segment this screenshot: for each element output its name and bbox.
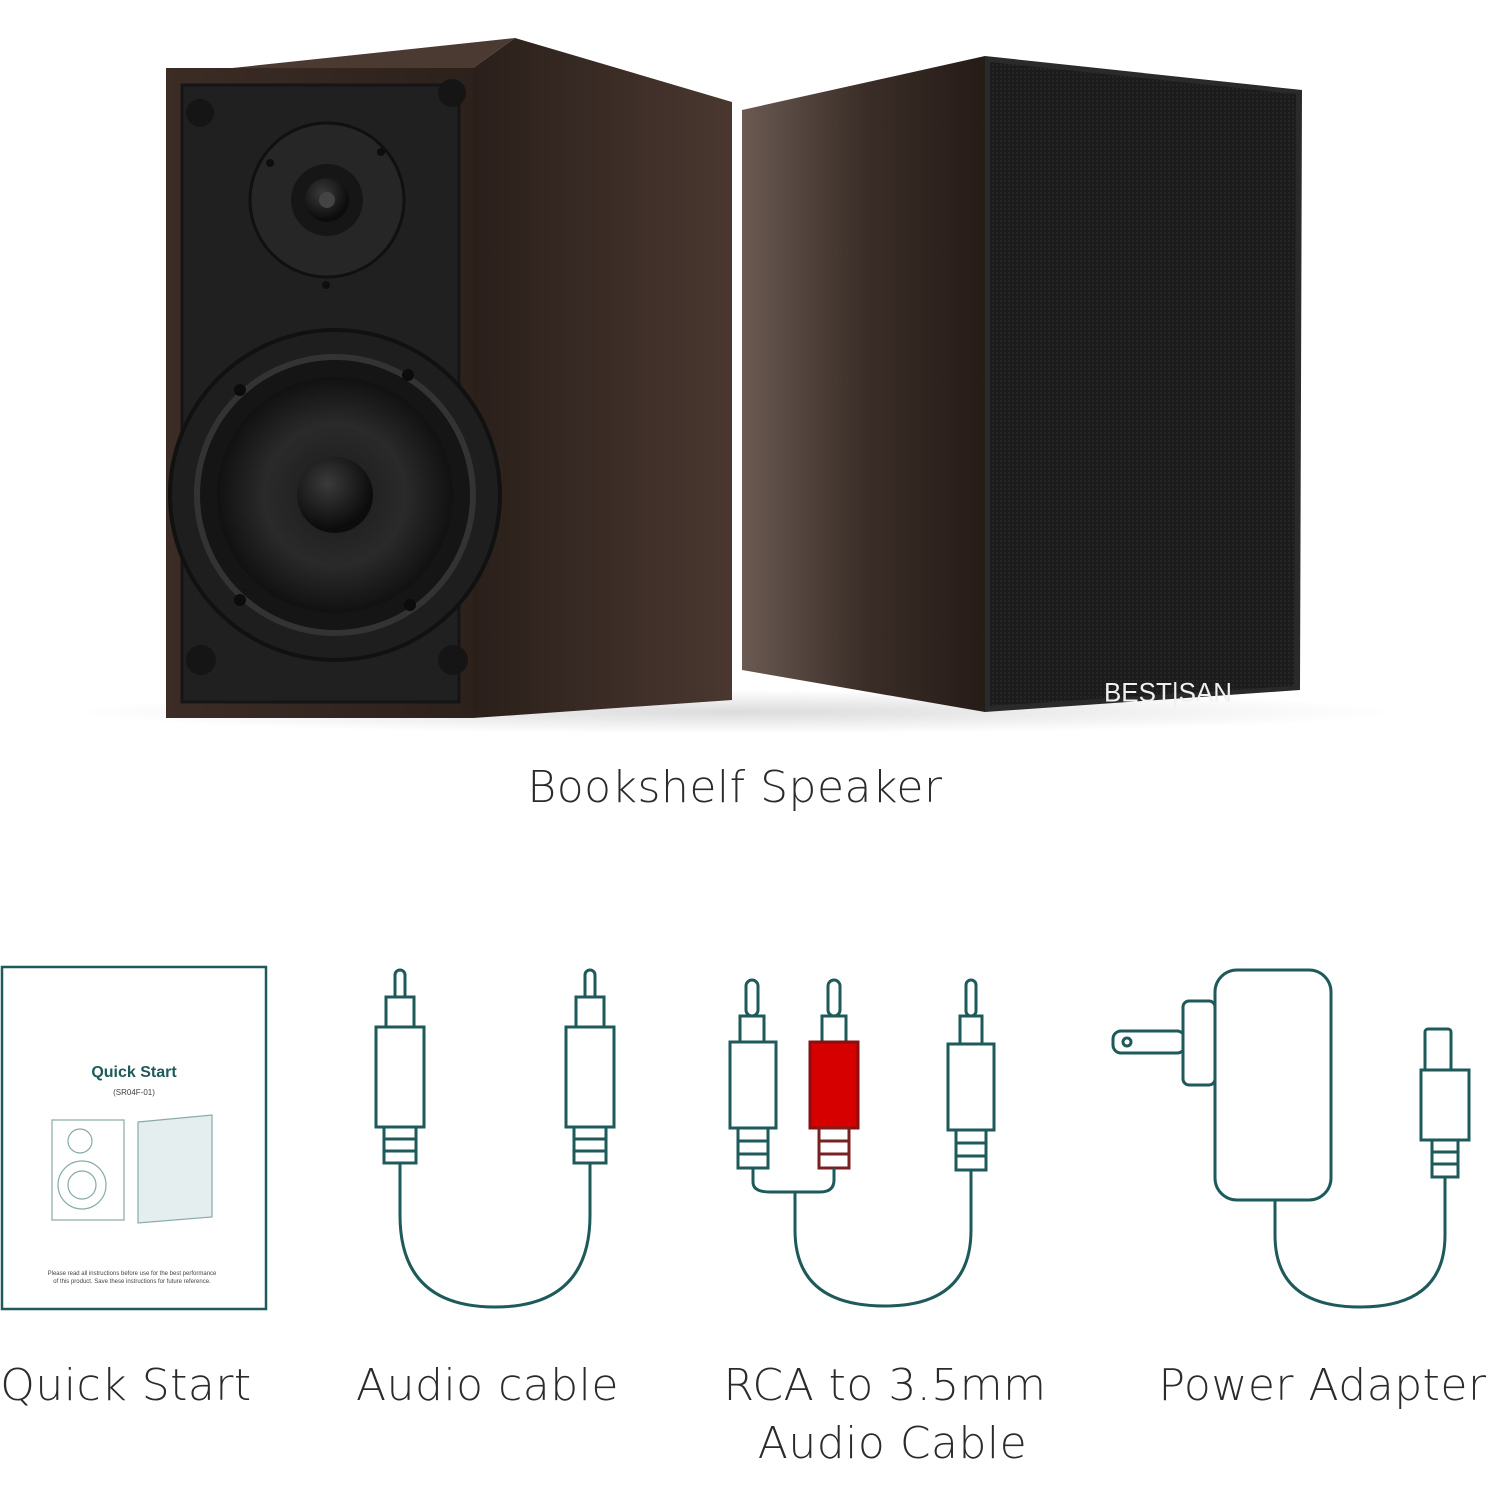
caption-power-adapter: Power Adapter bbox=[1158, 1360, 1487, 1411]
caption-rca-line2: Audio Cable bbox=[757, 1418, 1028, 1469]
hero-caption: Bookshelf Speaker bbox=[527, 762, 943, 813]
left-speaker bbox=[166, 38, 732, 718]
manual-title: Quick Start bbox=[91, 1064, 177, 1081]
speakers-photo: BEST|SAN bbox=[75, 38, 1395, 734]
manual-notice-line2: of this product. Save these instructions… bbox=[53, 1279, 211, 1285]
quick-start-manual: Quick Start (SR04F-01) Please read all i… bbox=[0, 965, 268, 1311]
brand-logo: BEST|SAN bbox=[1104, 677, 1232, 708]
caption-audio-cable: Audio cable bbox=[356, 1360, 619, 1411]
right-speaker: BEST|SAN bbox=[742, 56, 1302, 712]
caption-rca-line1: RCA to 3.5mm bbox=[723, 1360, 1047, 1411]
manual-notice-line1: Please read all instructions before use … bbox=[48, 1271, 217, 1277]
woofer bbox=[168, 328, 502, 662]
manual-model: (SR04F-01) bbox=[113, 1088, 155, 1097]
audio-cable-icon bbox=[374, 968, 616, 1309]
manual-speaker-sketch bbox=[51, 1114, 213, 1224]
caption-quick-start: Quick Start bbox=[0, 1360, 252, 1411]
power-adapter-icon bbox=[1111, 968, 1471, 1309]
tweeter bbox=[248, 121, 406, 289]
rca-cable-icon bbox=[728, 978, 996, 1308]
